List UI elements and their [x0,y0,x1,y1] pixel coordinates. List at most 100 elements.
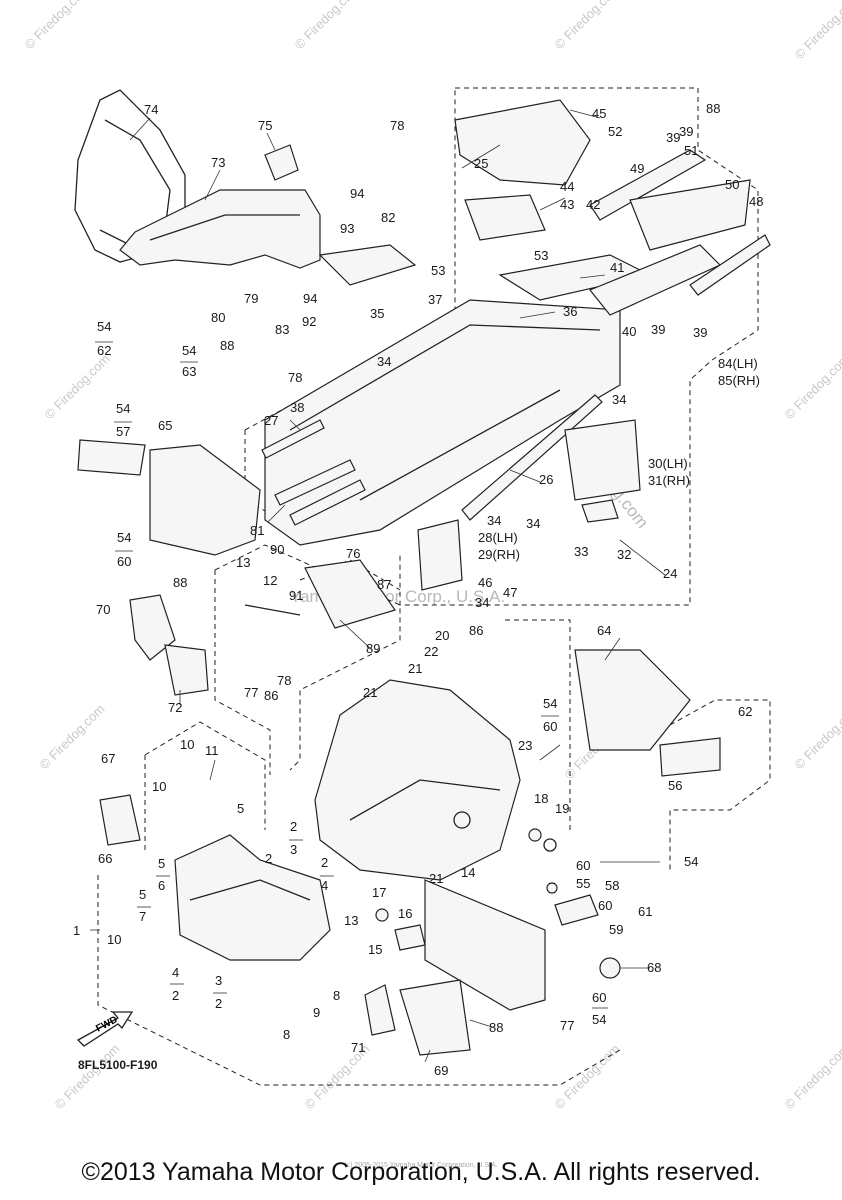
tiny-notice: (c) 2005-2015 Yamaha Motor Corporation, … [344,1162,498,1169]
callout: 54 [182,343,196,358]
callout: 49 [630,161,644,176]
callout: 20 [435,628,449,643]
part-71 [364,984,396,1036]
boundary-lower-left [144,721,266,830]
callout: 21 [429,871,443,886]
callout: 42 [586,197,600,212]
callout: 34 [612,392,626,407]
callout: 40 [622,324,636,339]
callout-bars [95,341,608,1009]
callout: 48 [749,194,763,209]
callout: 59 [609,922,623,937]
callout: 50 [725,177,739,192]
part-69 [399,979,471,1056]
leader [266,132,276,151]
watermark: © Firedog.com [52,1041,123,1112]
callout: 12 [263,573,277,588]
callout: 56 [668,778,682,793]
part-17 [375,908,389,922]
rod-12 [244,604,301,616]
callout: 54 [97,319,111,334]
boundary-rear-right [669,699,771,870]
watermark: © Firedog.com [42,351,113,422]
callout: 2 [172,988,179,1003]
plate-89 [304,559,396,629]
callout: 2 [321,855,328,870]
callout: 85(RH) [718,373,760,388]
callout: 84(LH) [718,356,758,371]
front-frame [314,679,521,881]
callout: 25 [474,156,488,171]
callout: 54 [116,401,130,416]
callout: 79 [244,291,258,306]
callout-labels: 74 75 73 94 82 93 79 94 80 92 35 83 88 3… [73,101,763,1078]
callout: 2 [215,996,222,1011]
forward-arrow: FWD [76,1011,134,1047]
callout: 14 [461,865,475,880]
callout: 4 [172,965,179,980]
plate-57 [77,439,146,476]
callout: 60 [592,990,606,1005]
callout: 22 [424,644,438,659]
callout: 54 [684,854,698,869]
leader [509,469,541,483]
callout: 5 [139,887,146,902]
part-33 [581,499,619,523]
callout: 7 [139,909,146,924]
callout: 71 [351,1040,365,1055]
callout: 54 [592,1012,606,1027]
chain-guide-26 [461,394,603,521]
callout: 36 [563,304,577,319]
callout: 39 [666,130,680,145]
callout: 94 [350,186,364,201]
callout: 19 [555,801,569,816]
callout: 55 [576,876,590,891]
callout: 17 [372,885,386,900]
callout: 86 [264,688,278,703]
boundary-chain [299,559,401,591]
callout: 10 [107,932,121,947]
leader [289,419,301,431]
callout: 53 [431,263,445,278]
callout: 60 [598,898,612,913]
callout: 60 [576,858,590,873]
diagram-code: 8FL5100-F190 [78,1058,158,1072]
callout: 88 [706,101,720,116]
bar-27 [261,419,325,459]
main-frame-ridge [289,324,601,431]
bulkhead-1 [174,834,331,961]
callout: 6 [158,878,165,893]
callout: 72 [168,700,182,715]
bar-81-b [289,479,366,526]
watermark: © Firedog.com [782,1041,842,1112]
part-72 [164,644,209,696]
callout: 33 [574,544,588,559]
leader [129,117,151,141]
callout: 21 [408,661,422,676]
leader [539,197,566,211]
leader [579,274,606,279]
callout: 24 [663,566,677,581]
leader [469,1019,496,1029]
bracket-75 [264,144,299,181]
callout: 11 [205,743,219,758]
callout: 53 [534,248,548,263]
callout: 88 [220,338,234,353]
bracket-64 [574,649,691,751]
rail-49 [589,149,707,221]
callout: 66 [98,851,112,866]
part-18 [528,828,542,842]
callout: 10 [180,737,194,752]
plate-28 [417,519,463,591]
part-55 [546,882,558,894]
part-59 [554,894,599,926]
callout: 78 [390,118,404,133]
callout: 13 [236,555,250,570]
callout: 68 [647,960,661,975]
callout: 87 [377,577,391,592]
bulkhead-1-ridge [189,879,311,901]
leader-lines [90,109,666,1063]
callout: 28(LH) [478,530,518,545]
callout: 21 [363,685,377,700]
callout: 73 [211,155,225,170]
